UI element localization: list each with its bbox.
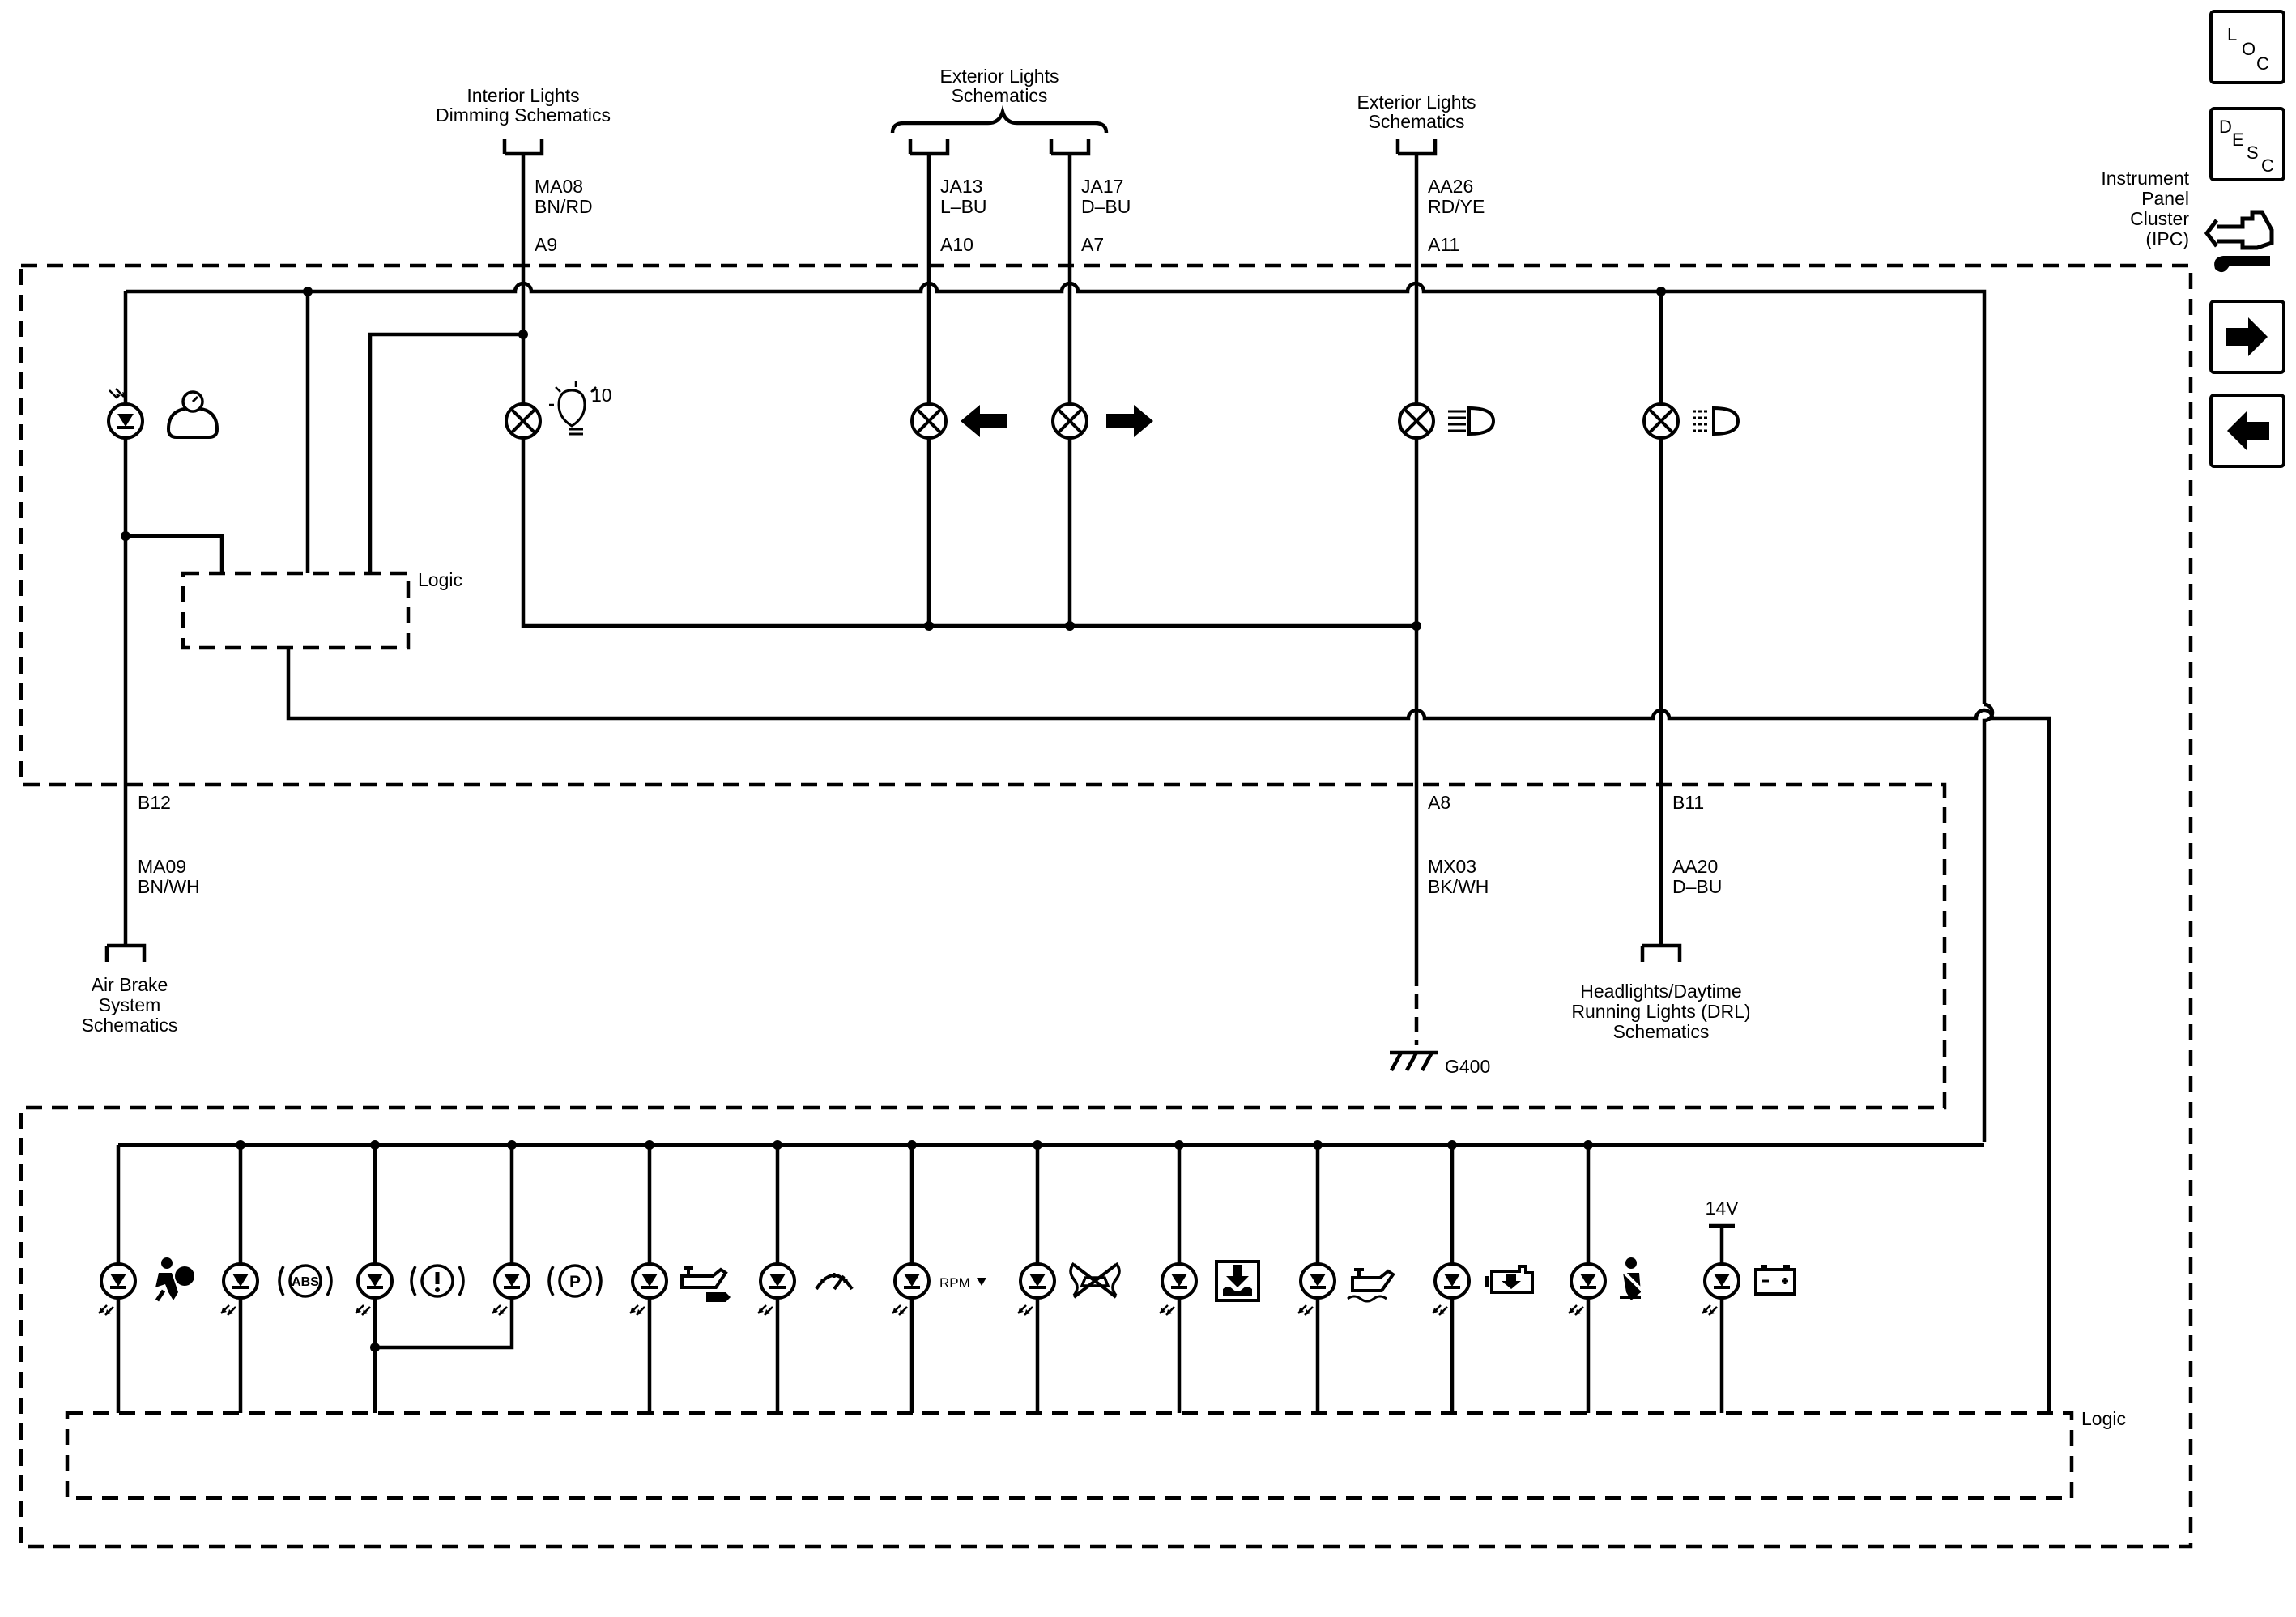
park-brake-icon: P <box>547 1264 603 1298</box>
ground-pin: A8 <box>1428 792 1450 813</box>
high-beam-circuit: AA26 <box>1428 176 1473 197</box>
left-turn-lamp <box>910 402 948 440</box>
high-beam-pin: A11 <box>1428 234 1459 255</box>
high-beam-lamp <box>1398 402 1435 440</box>
connector-icon <box>2217 210 2274 250</box>
bulb-icon <box>549 381 597 436</box>
right-turn-circuit: JA17 <box>1081 176 1123 197</box>
connector-stubs <box>104 104 1682 962</box>
desc-letter-s: S <box>2247 143 2259 163</box>
right-arrow-nav-icon <box>2226 317 2268 356</box>
logic-block-lower <box>65 1411 2074 1500</box>
ipc-name-3: Cluster <box>2130 208 2189 229</box>
ipc-name-2: Panel <box>2141 188 2189 209</box>
right-turn-pin: A7 <box>1081 234 1104 255</box>
drl-lamp <box>1642 402 1680 440</box>
ipc-name-4: (IPC) <box>2145 228 2189 249</box>
airbag-icon <box>155 1257 194 1302</box>
rpm-down-icon: RPM <box>939 1275 986 1291</box>
battery-icon <box>1754 1265 1796 1296</box>
air-brake-title-2: System <box>99 994 161 1015</box>
air-brake-led <box>107 388 144 440</box>
drl-title-1: Headlights/Daytime <box>1580 981 1741 1002</box>
dimmer-number: 10 <box>591 385 612 406</box>
svg-text:P: P <box>569 1273 581 1291</box>
voltage-label: 14V <box>1706 1198 1740 1219</box>
drl-pin: B11 <box>1672 792 1704 813</box>
ground-color: BK/WH <box>1428 876 1489 897</box>
ipc-name-1: Instrument <box>2101 168 2189 189</box>
air-brake-icon <box>166 390 219 439</box>
left-arrow-nav-icon <box>2227 411 2269 450</box>
high-beam-icon <box>1448 406 1496 436</box>
air-brake-circuit: MA09 <box>138 856 186 877</box>
high-beam-color: RD/YE <box>1428 196 1485 217</box>
drl-circuit: AA20 <box>1672 856 1718 877</box>
coolant-level-icon <box>1215 1260 1260 1302</box>
air-brake-color: BN/WH <box>138 876 200 897</box>
loc-letter-l: L <box>2227 24 2237 45</box>
previous-page-button[interactable] <box>2209 394 2285 468</box>
oil-service-icon <box>680 1266 731 1302</box>
exterior-lights-2-title-1: Exterior Lights <box>1357 91 1476 113</box>
exterior-lights-title-2: Schematics <box>952 85 1048 106</box>
drl-color: D–BU <box>1672 876 1722 897</box>
loc-letter-o: O <box>2242 39 2256 59</box>
dimming-lamp <box>505 402 542 440</box>
exterior-lights-2-title-2: Schematics <box>1369 111 1465 132</box>
right-turn-lamp <box>1051 402 1088 440</box>
abs-icon: ABS <box>278 1264 333 1298</box>
ground-circuit: MX03 <box>1428 856 1476 877</box>
wrench-icon <box>2214 256 2270 273</box>
left-turn-circuit: JA13 <box>940 176 982 197</box>
upper-wiring <box>121 154 2051 1413</box>
svg-text:ABS: ABS <box>292 1275 319 1289</box>
logic-lower-label: Logic <box>2081 1408 2126 1429</box>
desc-letter-e: E <box>2232 130 2244 150</box>
air-brake-title-1: Air Brake <box>92 974 168 995</box>
exterior-lights-title-1: Exterior Lights <box>939 66 1059 87</box>
interior-dimming-pin: A9 <box>535 234 557 255</box>
seatbelt-icon <box>1620 1257 1646 1300</box>
loc-button[interactable]: L O C <box>2209 10 2285 84</box>
interior-dimming-circuit: MA08 <box>535 176 583 197</box>
oil-level-icon <box>1347 1268 1395 1303</box>
right-arrow-icon <box>1106 405 1153 437</box>
interior-dimming-color: BN/RD <box>535 196 593 217</box>
interior-dimming-title-1: Interior Lights <box>466 85 579 106</box>
drl-title-2: Running Lights (DRL) <box>1571 1001 1750 1022</box>
air-brake-title-3: Schematics <box>82 1015 178 1036</box>
brake-warning-icon <box>410 1264 465 1298</box>
right-turn-color: D–BU <box>1081 196 1131 217</box>
connector-wrench-button[interactable] <box>2204 210 2274 273</box>
loc-letter-c: C <box>2256 53 2269 74</box>
drl-title-3: Schematics <box>1613 1021 1710 1042</box>
left-turn-pin: A10 <box>940 234 973 255</box>
air-brake-pin: B12 <box>138 792 171 813</box>
traction-off-icon <box>1069 1262 1121 1299</box>
desc-button[interactable]: D E S C <box>2209 107 2285 181</box>
check-engine-icon <box>1485 1265 1534 1294</box>
gauge-icon <box>815 1273 854 1291</box>
logic-upper-label: Logic <box>418 569 462 590</box>
desc-letter-d: D <box>2219 117 2232 137</box>
ipc-boundary <box>19 263 2193 1549</box>
left-turn-color: L–BU <box>940 196 987 217</box>
desc-letter-c: C <box>2261 155 2274 176</box>
ground-label: G400 <box>1445 1056 1490 1077</box>
rpm-label: RPM <box>939 1275 970 1291</box>
left-arrow-icon <box>961 405 1007 437</box>
interior-dimming-title-2: Dimming Schematics <box>436 104 611 126</box>
ground-g400-symbol <box>1390 1050 1438 1072</box>
logic-block-upper <box>181 571 411 650</box>
low-beam-icon <box>1693 406 1740 436</box>
next-page-button[interactable] <box>2209 300 2285 374</box>
